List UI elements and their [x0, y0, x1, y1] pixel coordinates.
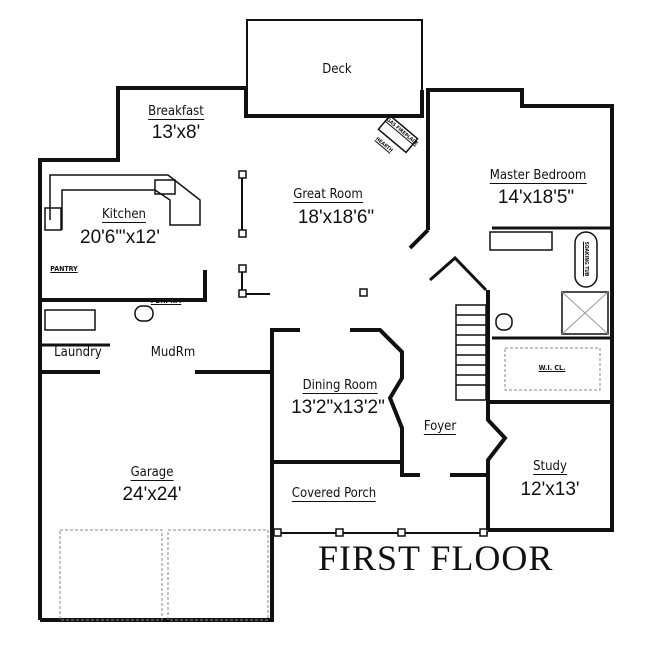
floor-title: FIRST FLOOR [318, 538, 554, 578]
staircase [429, 255, 488, 401]
garage-label: Garage [130, 465, 174, 481]
foyer-east-wall [486, 400, 508, 475]
vanity [489, 231, 553, 251]
porch-post [479, 528, 488, 537]
column [238, 289, 247, 298]
column [359, 288, 368, 297]
tub [574, 231, 598, 288]
laundry-label: Laundry [54, 345, 102, 360]
study-label: Study [533, 459, 567, 475]
kitchen-size: 20'6"'x12' [80, 227, 160, 248]
foyer-label: Foyer [423, 419, 457, 435]
breakfast-label: Breakfast [148, 104, 204, 120]
kitchen-south-wall [40, 270, 207, 302]
porch-post [273, 528, 282, 537]
dining-room-size: 13'2"x13'2" [291, 397, 385, 418]
dining-wall-east [350, 328, 420, 477]
fireplace [377, 114, 419, 154]
kitchen-label: Kitchen [102, 207, 146, 223]
powder-room-label: PDR. RM [150, 297, 182, 305]
porch-post [335, 528, 344, 537]
toilet [134, 305, 154, 322]
exterior-wall-north-west [38, 86, 424, 620]
toilet [495, 313, 513, 331]
breakfast-size: 13'x8' [151, 122, 201, 143]
mudroom-label: MudRm [150, 345, 196, 360]
closet-outline [504, 347, 601, 391]
dining-wall-west [270, 328, 300, 372]
pantry-label: PANTRY [50, 265, 78, 273]
column [238, 264, 247, 273]
covered-porch-label: Covered Porch [291, 486, 377, 502]
column [238, 170, 247, 179]
column [238, 229, 247, 238]
foyer-south-wall [450, 473, 490, 530]
garage-door [167, 529, 269, 621]
cooktop [44, 207, 62, 231]
study-size: 12'x13' [520, 479, 580, 500]
washer-dryer [44, 309, 96, 331]
kitchen-counter [49, 174, 201, 230]
shower [561, 291, 609, 335]
garage-door [59, 529, 163, 621]
exterior-wall-master [426, 88, 614, 532]
master-bedroom-size: 14'x18'5" [497, 187, 575, 208]
master-bedroom-label: Master Bedroom [489, 168, 587, 184]
great-room-label: Great Room [293, 187, 363, 203]
porch-post [397, 528, 406, 537]
great-room-size: 18'x18'6" [297, 207, 375, 228]
deck-outline [246, 19, 423, 115]
sink [154, 179, 176, 195]
garage-size: 24'x24' [122, 484, 182, 505]
walk-in-closet-label: W.I. CL. [538, 364, 566, 372]
great-room-west-wall [408, 228, 430, 250]
deck-label: Deck [322, 62, 352, 77]
dining-room-label: Dining Room [302, 378, 378, 394]
tub-label: SOAKING TUB [583, 241, 589, 277]
